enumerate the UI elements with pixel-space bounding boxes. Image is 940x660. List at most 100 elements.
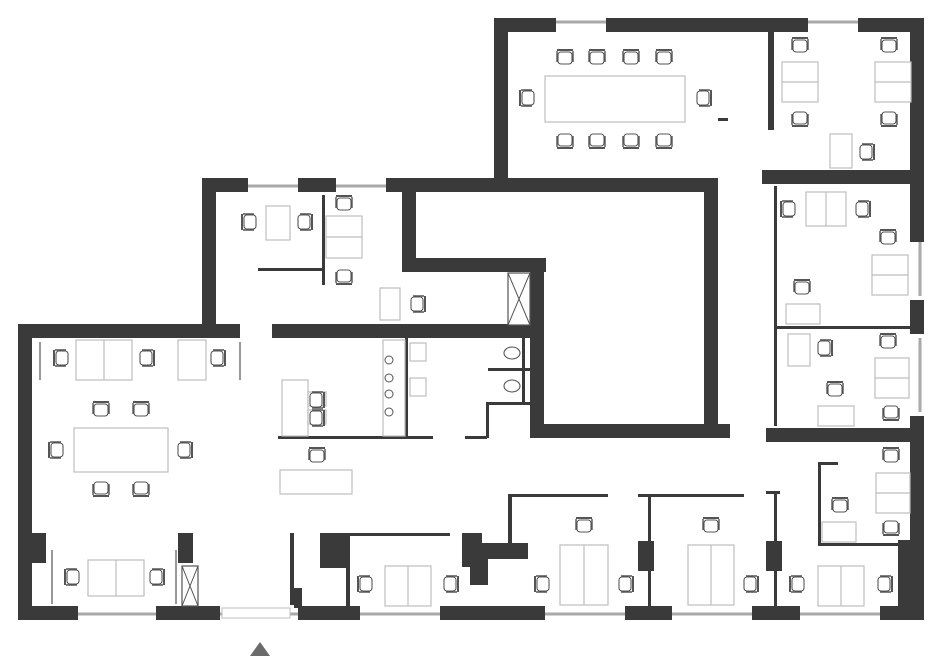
chair-arm bbox=[655, 51, 673, 62]
chair-icon bbox=[696, 89, 712, 107]
chair-icon bbox=[791, 111, 809, 127]
chair-arm bbox=[335, 272, 353, 283]
windows bbox=[22, 20, 922, 616]
chair-icon bbox=[780, 200, 796, 218]
chair-seat bbox=[243, 214, 257, 230]
chair-icon bbox=[882, 447, 900, 463]
chair-icon bbox=[132, 481, 150, 497]
chair-arm bbox=[335, 197, 353, 208]
chair-icon bbox=[793, 279, 811, 295]
chair-icon bbox=[309, 391, 325, 409]
chair-seat bbox=[133, 403, 149, 417]
chair-icon bbox=[882, 520, 900, 536]
chair-seat bbox=[881, 39, 897, 53]
chair-arm bbox=[92, 484, 110, 495]
desk bbox=[829, 133, 853, 169]
desk bbox=[281, 379, 309, 437]
wall bbox=[18, 324, 32, 620]
chair-icon bbox=[410, 295, 426, 313]
chair-icon bbox=[534, 575, 550, 593]
chair-icon bbox=[702, 517, 720, 533]
chair-seat bbox=[859, 144, 873, 160]
chair-icon bbox=[92, 481, 110, 497]
desk bbox=[821, 521, 857, 543]
wall bbox=[704, 186, 718, 434]
chair-seat bbox=[880, 335, 896, 349]
chair-seat bbox=[623, 133, 639, 147]
desk bbox=[409, 377, 427, 397]
chair-seat bbox=[536, 576, 550, 592]
chair-arm bbox=[312, 409, 323, 427]
wall bbox=[488, 368, 532, 371]
wall bbox=[178, 533, 193, 563]
chair-seat bbox=[309, 410, 323, 426]
entrance-marker bbox=[221, 607, 291, 656]
chair-seat bbox=[309, 392, 323, 408]
chair-icon bbox=[575, 517, 593, 533]
wall bbox=[386, 178, 718, 192]
chair-arm bbox=[880, 114, 898, 125]
chair-icon bbox=[556, 49, 574, 65]
chair-arm bbox=[312, 391, 323, 409]
chair-icon bbox=[92, 401, 110, 417]
wall bbox=[494, 18, 556, 32]
chair-seat bbox=[133, 481, 149, 495]
chair-arm bbox=[300, 213, 311, 231]
chair-arm bbox=[702, 519, 720, 530]
chair-icon bbox=[831, 497, 849, 513]
chair-arm bbox=[831, 499, 849, 510]
wall bbox=[880, 606, 924, 620]
chair-arm bbox=[180, 441, 191, 459]
wall bbox=[818, 543, 898, 546]
chair-seat bbox=[696, 90, 710, 106]
walls bbox=[18, 18, 924, 620]
chair-icon bbox=[622, 133, 640, 149]
wall bbox=[320, 533, 348, 568]
chair-arm bbox=[55, 349, 66, 367]
chair-arm bbox=[132, 403, 150, 414]
chair-icon bbox=[817, 339, 833, 357]
wall bbox=[272, 324, 542, 338]
chair-icon bbox=[588, 133, 606, 149]
chair-seat bbox=[743, 576, 757, 592]
wall bbox=[465, 436, 487, 439]
chair-icon bbox=[655, 49, 673, 65]
chair-arm bbox=[793, 281, 811, 292]
chair-seat bbox=[93, 481, 109, 495]
wall bbox=[202, 178, 248, 192]
chair-seat bbox=[50, 442, 64, 458]
chair-arm bbox=[588, 51, 606, 62]
wall bbox=[494, 18, 508, 186]
chair-seat bbox=[210, 350, 224, 366]
stove-burner bbox=[384, 407, 394, 417]
chair-icon bbox=[309, 409, 325, 427]
wall bbox=[910, 300, 924, 334]
chair-seat bbox=[791, 576, 805, 592]
chair-arm bbox=[882, 408, 900, 419]
chair-seat bbox=[792, 111, 808, 125]
wall bbox=[718, 118, 728, 121]
wall bbox=[910, 18, 924, 242]
chair-arm bbox=[50, 441, 61, 459]
chair-icon bbox=[556, 133, 574, 149]
chair-seat bbox=[832, 499, 848, 513]
chair-icon bbox=[297, 213, 313, 231]
chair-seat bbox=[883, 449, 899, 463]
chair-seat bbox=[55, 350, 69, 366]
wall bbox=[508, 494, 512, 549]
wall bbox=[298, 178, 336, 192]
chair-arm bbox=[213, 349, 224, 367]
chair-seat bbox=[576, 519, 592, 533]
chair-seat bbox=[883, 520, 899, 534]
chair-seat bbox=[589, 51, 605, 65]
chair-icon bbox=[53, 349, 69, 367]
stove-burner bbox=[384, 373, 394, 383]
chair-icon bbox=[618, 575, 634, 593]
chair-icon bbox=[64, 568, 80, 586]
chair-arm bbox=[152, 568, 163, 586]
chair-icon bbox=[879, 229, 897, 245]
chair-arm bbox=[66, 568, 77, 586]
chair-icon bbox=[743, 575, 759, 593]
